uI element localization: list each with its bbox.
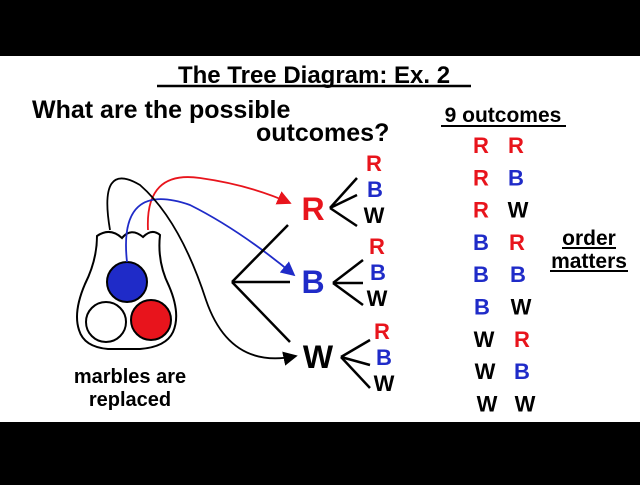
- first-draw-r-label: R: [301, 191, 324, 227]
- second-draw-w-r-label: R: [374, 319, 390, 344]
- outcome-1-draw-1: R: [473, 133, 489, 158]
- second-draw-b-w-label: W: [367, 286, 388, 311]
- note-line-1: order: [562, 227, 616, 250]
- white-marble: [86, 302, 126, 342]
- outcome-3-draw-1: R: [473, 198, 489, 223]
- outcome-6-draw-1: B: [474, 295, 490, 320]
- second-draw-w-b-label: B: [376, 345, 392, 370]
- blue-marble: [107, 262, 147, 302]
- second-draw-b-r-label: R: [369, 234, 385, 259]
- outcome-7-draw-1: W: [474, 327, 495, 352]
- outcome-9-draw-2: W: [515, 391, 536, 416]
- second-draw-r-r-label: R: [366, 151, 382, 176]
- outcome-1-draw-2: R: [508, 133, 524, 158]
- outcome-4-draw-1: B: [473, 230, 489, 255]
- outcome-8-draw-2: B: [514, 359, 530, 384]
- second-draw-r-b-label: B: [367, 177, 383, 202]
- outcome-3-draw-2: W: [508, 198, 529, 223]
- outcome-9-draw-1: W: [477, 391, 498, 416]
- question-line-1: What are the possible: [32, 96, 290, 124]
- caption-line-1: marbles are: [74, 366, 186, 388]
- second-draw-w-w-label: W: [374, 371, 395, 396]
- outcome-7-draw-2: R: [514, 327, 530, 352]
- outcome-4-draw-2: R: [509, 230, 525, 255]
- caption-line-2: replaced: [89, 389, 171, 411]
- outcome-8-draw-1: W: [475, 359, 496, 384]
- note-line-2: matters: [551, 250, 627, 273]
- second-draw-r-w-label: W: [364, 203, 385, 228]
- outcomes-header: 9 outcomes: [445, 104, 562, 127]
- outcome-2-draw-1: R: [473, 165, 489, 190]
- first-draw-b-label: B: [301, 264, 324, 300]
- question-line-2: outcomes?: [256, 119, 389, 147]
- second-draw-b-b-label: B: [370, 260, 386, 285]
- outcome-2-draw-2: B: [508, 165, 524, 190]
- outcome-6-draw-2: W: [511, 295, 532, 320]
- red-marble: [131, 300, 171, 340]
- outcome-5-draw-1: B: [473, 262, 489, 287]
- outcome-5-draw-2: B: [510, 262, 526, 287]
- first-draw-w-label: W: [303, 339, 334, 375]
